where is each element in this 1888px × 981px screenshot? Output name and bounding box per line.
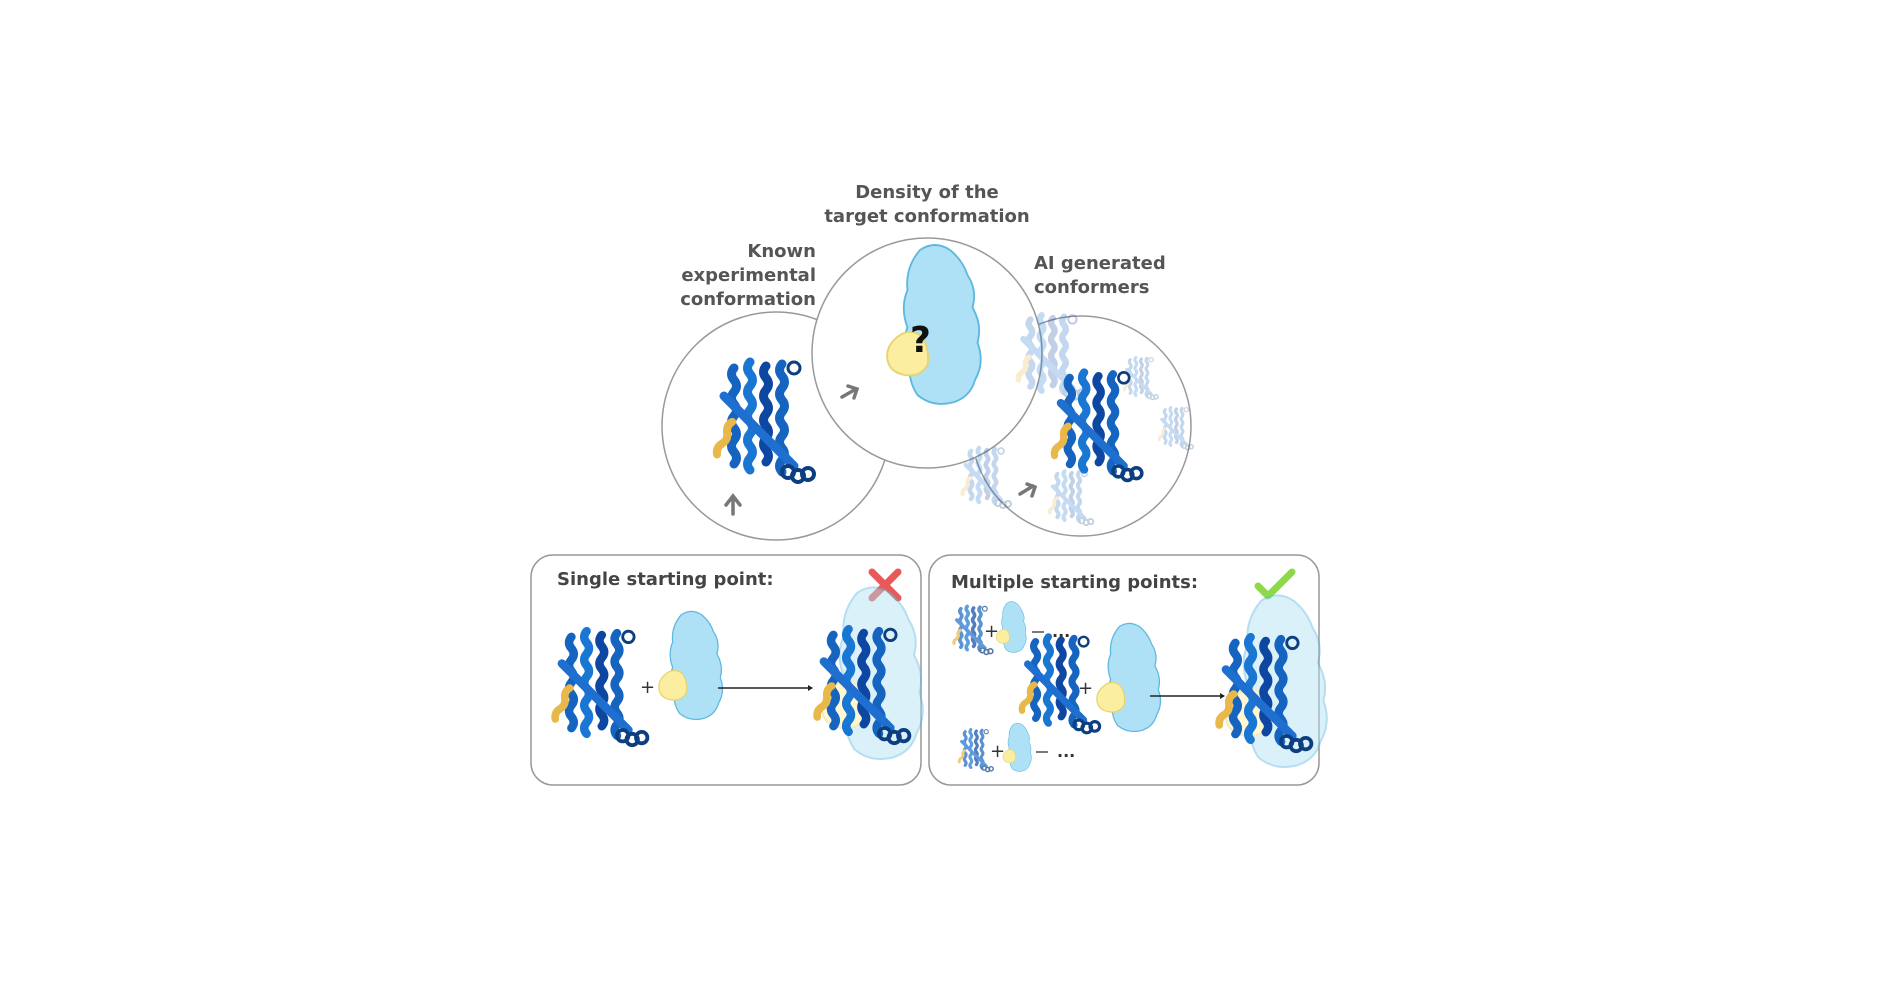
label-line: Known [747,241,816,262]
known-conformation-label: Known experimental conformation [676,240,816,312]
check-icon [1254,568,1296,600]
question-mark: ? [910,320,931,361]
label-line: target conformation [824,206,1030,227]
multiple-panel-title: Multiple starting points: [951,572,1199,593]
density-label: Density of the target conformation [817,181,1037,229]
label-line: conformers [1034,277,1150,298]
ellipsis: ... [1057,742,1076,761]
arrow-head [808,685,813,691]
label-line: Density of the [855,182,999,203]
plus-sign: + [984,621,1000,642]
label-line: AI generated [1034,253,1166,274]
plus-sign: + [990,741,1006,762]
plus-sign: + [1078,678,1094,699]
ai-conformers-label: AI generated conformers [1034,252,1184,300]
label-line: experimental [681,265,816,286]
plus-sign: + [640,677,656,698]
single-panel-title: Single starting point: [557,569,774,590]
arrow-icon [724,493,742,516]
arrow-head [1220,693,1225,699]
label-line: conformation [680,289,816,310]
ellipsis: ... [1052,622,1071,641]
arrow-icon [840,384,860,400]
arrow-icon [1018,482,1038,498]
